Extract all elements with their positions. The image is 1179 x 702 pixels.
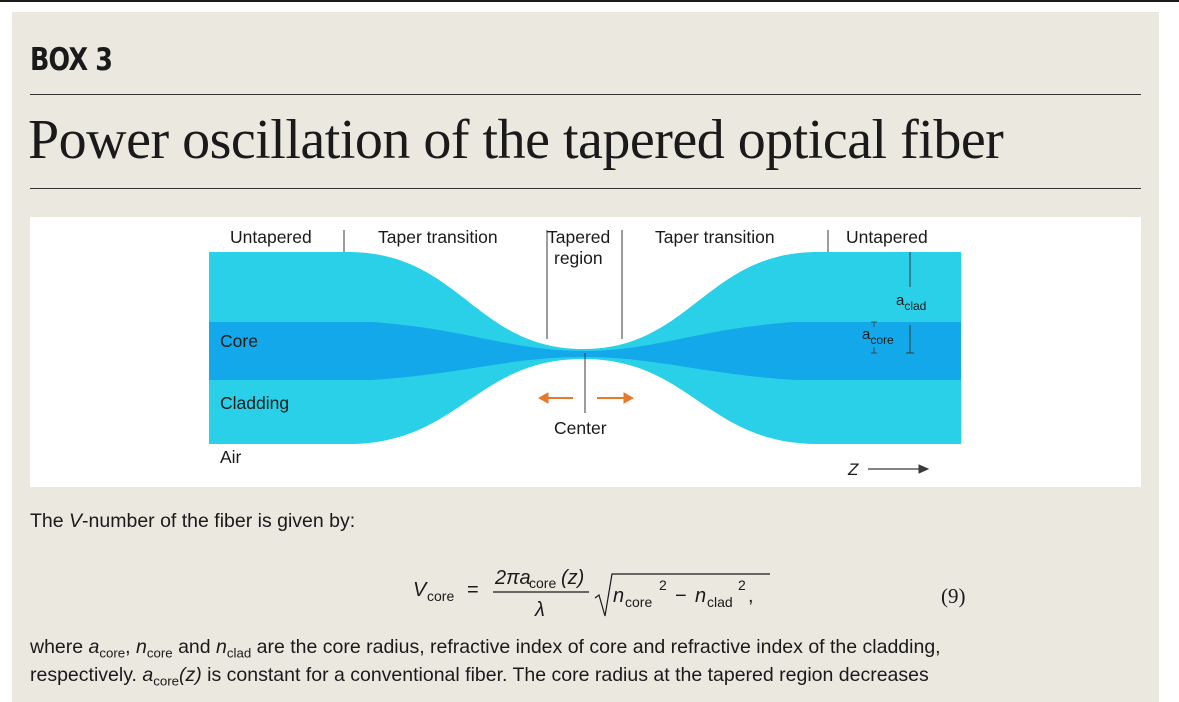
where-a: a [88, 636, 100, 658]
title-rule [30, 188, 1141, 189]
where-n-clad: n [216, 636, 227, 658]
where-rest: are the core radius, refractive index of… [251, 636, 941, 658]
respectively-line: respectively. acore(z) is constant for a… [30, 664, 929, 689]
box-label: BOX 3 [30, 42, 113, 78]
label-a-clad: aclad [896, 292, 926, 313]
label-core: Core [220, 331, 258, 351]
arrow-right-icon [597, 392, 635, 404]
eq-comma: , [748, 585, 754, 607]
a-clad-marker [906, 252, 914, 354]
eq-num-pre: 2πa [494, 567, 531, 589]
line2-rest: is constant for a conventional fiber. Th… [201, 664, 929, 686]
line2-a: a [142, 664, 154, 686]
z-axis-arrow-icon [868, 464, 930, 474]
label-center: Center [554, 418, 607, 438]
intro-post: -number of the fiber is given by: [82, 510, 356, 532]
where-pre: where [30, 636, 89, 658]
label-tapered-line1: Tapered [547, 227, 610, 247]
eq-lhs-sub: core [427, 588, 454, 604]
top-rule [0, 0, 1179, 2]
eq-lhs: V [413, 579, 428, 601]
eq-num-sub: core [529, 575, 556, 591]
fiber-diagram: Untapered Taper transition Tapered regio… [30, 217, 1141, 487]
label-air: Air [220, 447, 242, 467]
eq-n1-sup: 2 [659, 577, 667, 593]
intro-v: V [69, 510, 83, 532]
label-tapered-line2: region [554, 248, 603, 268]
header-rule [30, 94, 1141, 95]
where-n-core-sub: core [146, 645, 173, 661]
where-and: and [172, 636, 217, 658]
eq-num-post: (z) [561, 567, 584, 589]
where-n-clad-sub: clad [226, 645, 252, 661]
label-cladding: Cladding [220, 393, 289, 413]
where-line: where acore, ncore and nclad are the cor… [30, 636, 941, 661]
equation-number: (9) [941, 584, 966, 608]
equation-svg: V core = 2πa core (z) λ n core 2 − n cla… [413, 567, 770, 621]
eq-equals: = [467, 579, 479, 601]
line2-a-sub: core [153, 673, 179, 689]
eq-n2-sup: 2 [738, 577, 746, 593]
line2-pre: respectively. [30, 664, 143, 686]
cladding-region [209, 252, 961, 444]
box-title: Power oscillation of the tapered optical… [28, 109, 1004, 171]
eq-n2-sub: clad [707, 594, 733, 610]
core-region [209, 322, 961, 380]
box-panel: BOX 3 Power oscillation of the tapered o… [12, 12, 1159, 702]
label-untapered-right: Untapered [846, 227, 928, 247]
label-taper-right: Taper transition [655, 227, 775, 247]
equation: V core = 2πa core (z) λ n core 2 − n cla… [392, 560, 1032, 630]
sqrt-icon [594, 573, 770, 617]
eq-n2: n [695, 585, 706, 607]
label-untapered-left: Untapered [230, 227, 312, 247]
line2-z: (z) [179, 664, 202, 686]
eq-n1-sub: core [625, 594, 652, 610]
label-z: Z [847, 460, 859, 479]
intro-pre: The [30, 510, 70, 532]
label-taper-left: Taper transition [378, 227, 498, 247]
arrow-left-icon [537, 392, 573, 404]
fiber-diagram-svg: Untapered Taper transition Tapered regio… [209, 227, 961, 479]
eq-n1: n [613, 585, 624, 607]
where-a-sub: core [99, 645, 126, 661]
where-sep: , [125, 636, 137, 658]
where-n-core: n [136, 636, 147, 658]
label-a-core: acore [862, 326, 894, 347]
intro-line: The V-number of the fiber is given by: [30, 510, 355, 533]
eq-den: λ [534, 599, 545, 621]
a-core-marker [871, 321, 877, 354]
eq-minus: − [675, 585, 687, 607]
